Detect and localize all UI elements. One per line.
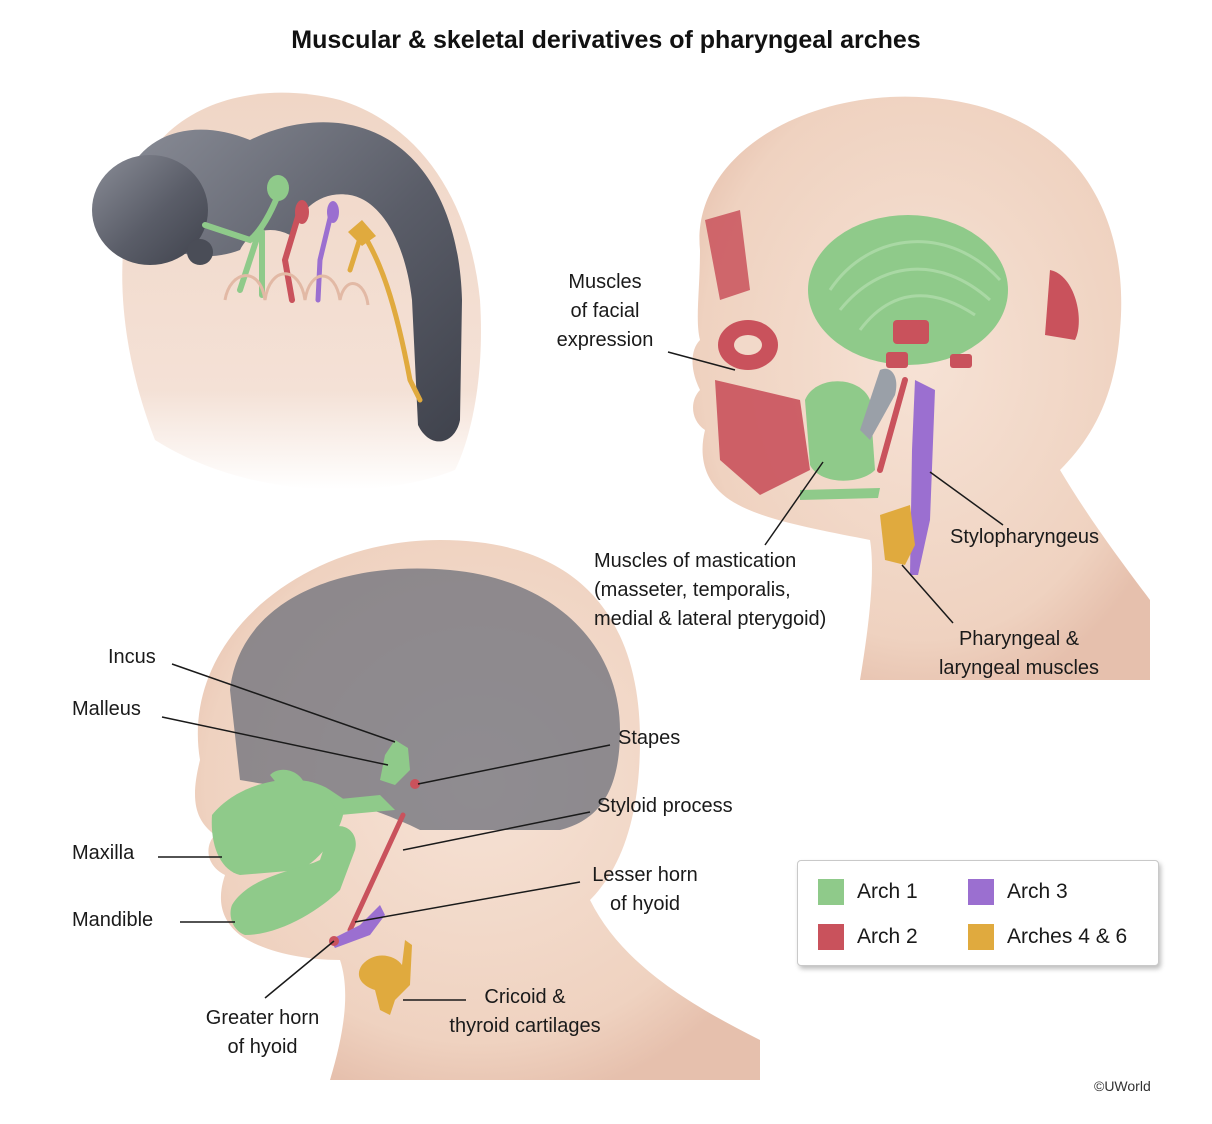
label-stylopharyngeus: Stylopharyngeus xyxy=(950,526,1099,548)
label-stapes: Stapes xyxy=(618,727,681,749)
label-greater-horn: Greater horn of hyoid xyxy=(185,1004,340,1062)
label-malleus: Malleus xyxy=(72,698,141,720)
head-skeletal-illustration xyxy=(195,540,760,1080)
diagram-title: Muscular & skeletal derivatives of phary… xyxy=(291,26,921,54)
label-lesser-horn: Lesser horn of hyoid xyxy=(570,861,720,919)
swatch-arches-4-6 xyxy=(968,924,994,950)
legend-arch-1: Arch 1 xyxy=(818,879,918,905)
swatch-arch-3 xyxy=(968,879,994,905)
label-incus: Incus xyxy=(108,646,156,668)
leader-lines xyxy=(158,351,1004,1001)
label-line: medial & lateral pterygoid) xyxy=(594,608,827,630)
swatch-arch-2 xyxy=(818,924,844,950)
legend-label: Arch 2 xyxy=(857,925,918,948)
label-line: Greater horn xyxy=(205,1007,320,1029)
legend-arches-4-6: Arches 4 & 6 xyxy=(968,924,1127,950)
embryo-illustration xyxy=(92,92,481,490)
label-line: of hyoid xyxy=(609,893,681,915)
label-line: (masseter, temporalis, xyxy=(594,579,791,601)
legend-label: Arches 4 & 6 xyxy=(1007,925,1128,948)
label-cricoid-thyroid: Cricoid & thyroid cartilages xyxy=(425,983,625,1041)
label-pharyngeal-laryngeal: Pharyngeal & laryngeal muscles xyxy=(914,625,1124,683)
label-mastication: Muscles of mastication (masseter, tempor… xyxy=(594,547,826,634)
label-line: of hyoid xyxy=(227,1036,298,1058)
label-maxilla: Maxilla xyxy=(72,842,135,864)
copyright: ©UWorld xyxy=(1094,1078,1151,1094)
label-line: Muscles of mastication xyxy=(594,550,797,572)
label-line: Cricoid & xyxy=(484,986,566,1008)
swatch-arch-1 xyxy=(818,879,844,905)
legend-label: Arch 1 xyxy=(857,880,918,903)
legend-arch-3: Arch 3 xyxy=(968,879,1068,905)
label-line: Muscles xyxy=(568,271,642,293)
head-muscles-illustration xyxy=(692,96,1150,680)
label-line: Lesser horn xyxy=(592,864,698,886)
label-line: of facial xyxy=(570,300,640,322)
legend: Arch 1 Arch 2 Arch 3 Arches 4 & 6 xyxy=(797,860,1159,966)
label-line: Pharyngeal & xyxy=(958,628,1080,650)
legend-arch-2: Arch 2 xyxy=(818,924,918,950)
label-mandible: Mandible xyxy=(72,909,154,931)
label-styloid-process: Styloid process xyxy=(597,795,733,817)
label-line: thyroid cartilages xyxy=(449,1015,601,1037)
label-line: laryngeal muscles xyxy=(938,657,1100,679)
legend-label: Arch 3 xyxy=(1007,880,1068,903)
label-line: expression xyxy=(556,329,654,351)
label-facial-expression: Muscles of facial expression xyxy=(540,268,670,355)
